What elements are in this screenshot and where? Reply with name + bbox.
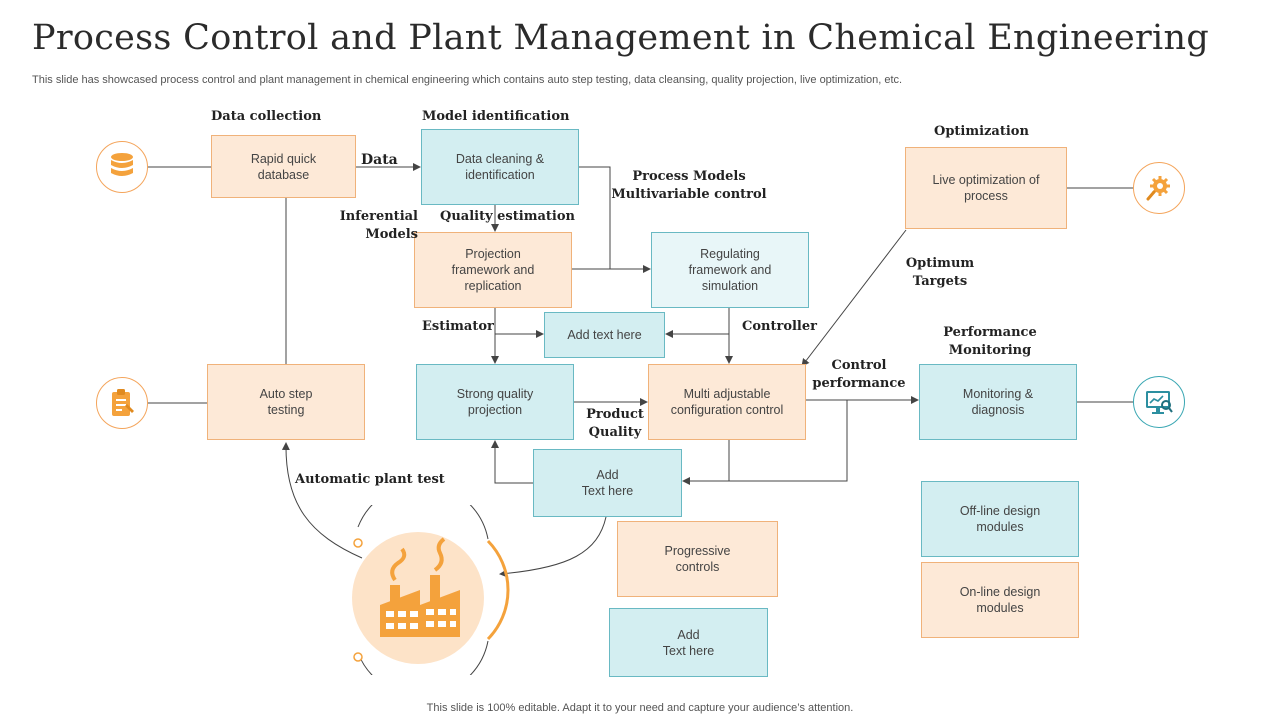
label-estimator: Estimator [422,319,494,334]
add-text-box-bottom: Add Text here [609,608,768,677]
monitor-chart-circle [1133,376,1185,428]
label-performance-monitoring: Performance Monitoring [943,325,1037,358]
label-controller: Controller [742,319,817,334]
label-control-performance: Control performance [812,358,906,391]
clipboard-circle [96,377,148,429]
monitor-chart-icon [1146,391,1173,414]
projection-framework-box: Projection framework and replication [414,232,572,308]
label-quality-estimation: Quality estimation [440,209,575,224]
database-icon [111,153,133,176]
add-text-box-feedback: Add Text here [533,449,682,517]
label-optimum-targets: Optimum Targets [905,256,975,289]
label-process-models: Process Models Multivariable control [611,169,767,202]
label-data-collection: Data collection [211,109,322,124]
offline-design-box: Off-line design modules [921,481,1079,557]
rapid-database-box: Rapid quick database [211,135,356,198]
clipboard-icon [112,389,134,416]
live-optimization-box: Live optimization of process [905,147,1067,229]
auto-step-testing-box: Auto step testing [207,364,365,440]
database-circle [96,141,148,193]
label-data: Data [361,152,398,168]
online-design-box: On-line design modules [921,562,1079,638]
label-optimization: Optimization [934,124,1029,139]
label-model-identification: Model identification [422,109,570,124]
slide-title: Process Control and Plant Management in … [32,18,1210,58]
slide-footer: This slide is 100% editable. Adapt it to… [426,702,854,714]
gear-search-circle [1133,162,1185,214]
multi-adjustable-box: Multi adjustable configuration control [648,364,806,440]
factory-illustration [352,505,510,675]
monitoring-diagnosis-box: Monitoring & diagnosis [919,364,1077,440]
strong-quality-box: Strong quality projection [416,364,574,440]
label-inferential-models: Inferential Models [339,209,418,242]
progressive-controls-box: Progressive controls [617,521,778,597]
add-text-box-estimator: Add text here [544,312,665,358]
regulating-framework-box: Regulating framework and simulation [651,232,809,308]
data-cleaning-box: Data cleaning & identification [421,129,579,205]
label-product-quality: Product Quality [586,407,644,440]
gear-search-icon [1146,176,1170,201]
slide-subtitle: This slide has showcased process control… [32,74,903,86]
label-automatic-plant-test: Automatic plant test [295,472,445,487]
